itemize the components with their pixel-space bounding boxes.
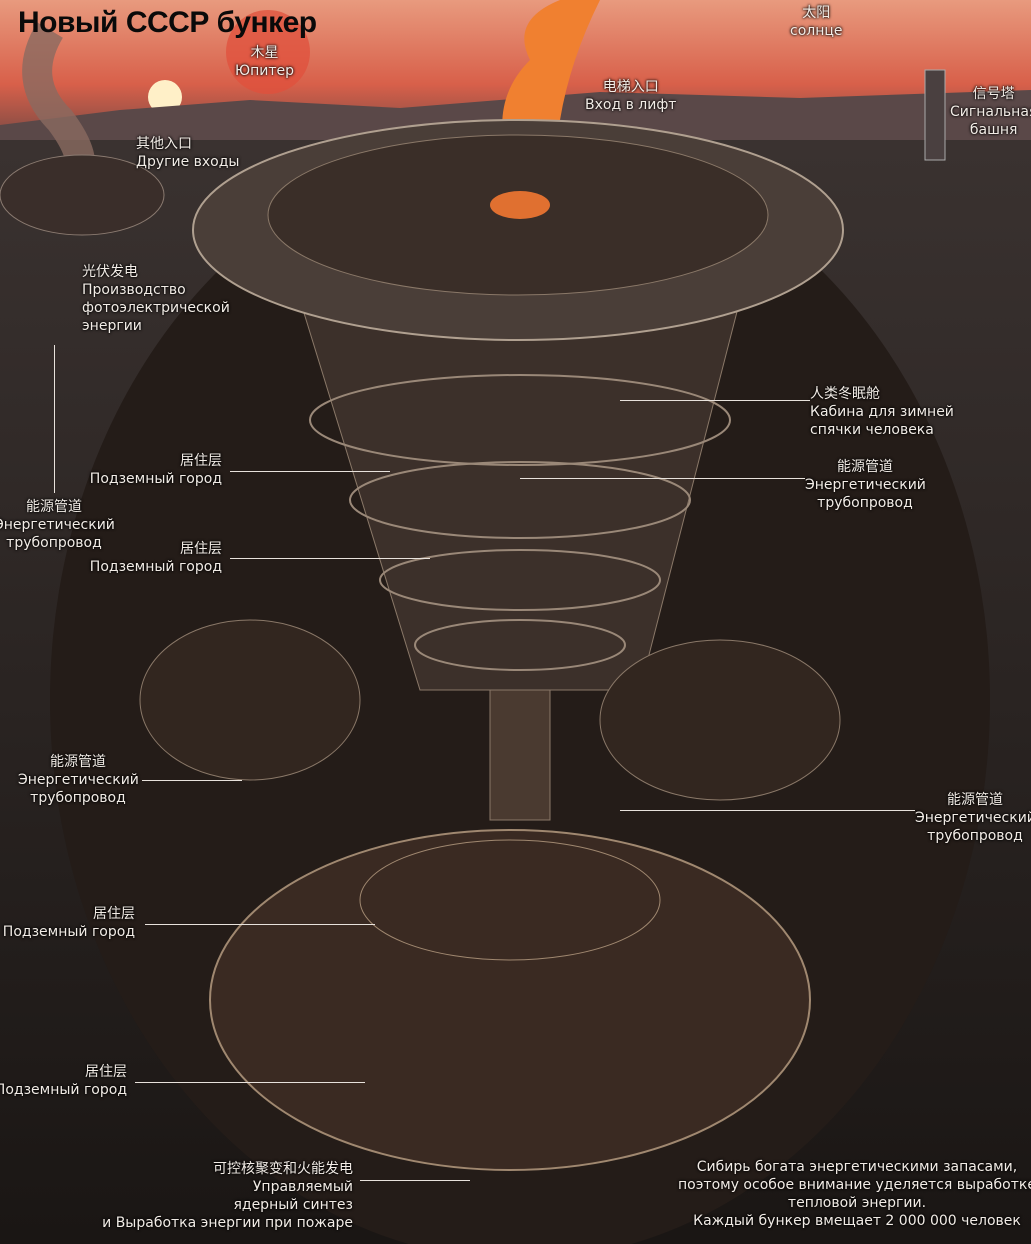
leader-line — [230, 558, 430, 559]
label-jupiter: 木星 Юпитер — [235, 44, 294, 80]
label-ru: Энергетический — [805, 477, 926, 493]
leader-line — [142, 780, 242, 781]
label-ru: Подземный город — [89, 471, 222, 487]
label-ru: солнце — [790, 23, 843, 39]
elevator-hub — [490, 191, 550, 219]
label-living-4: 居住层 Подземный город — [0, 1063, 127, 1099]
leader-line — [360, 1180, 470, 1181]
label-elevator: 电梯入口 Вход в лифт — [585, 78, 676, 114]
leader-line — [54, 345, 55, 493]
label-ru: спячки человека — [810, 422, 934, 438]
page-title: Новый СССР бункер — [18, 6, 317, 39]
label-sun: 太阳 солнце — [790, 4, 843, 40]
label-fusion: 可控核聚变和火能发电 Управляемый ядерный синтез и Выр… — [102, 1160, 353, 1232]
bunker-ring — [349, 461, 691, 539]
label-ru: Энергетический — [18, 772, 139, 788]
leader-line — [620, 810, 915, 811]
label-zh: 居住层 — [93, 906, 135, 922]
label-ru: Подземный город — [2, 924, 135, 940]
label-pipeline-right-2: 能源管道 Энергетический трубопровод — [915, 791, 1031, 845]
label-ru: ядерный синтез — [233, 1197, 353, 1213]
label-ru: Подземный город — [0, 1082, 127, 1098]
side-structure-left — [139, 619, 361, 781]
label-ru: и Выработка энергии при пожаре — [102, 1215, 353, 1231]
label-living-2: 居住层 Подземный город — [90, 540, 222, 576]
label-zh: 其他入口 — [136, 136, 192, 152]
label-ru: Вход в лифт — [585, 97, 677, 113]
label-zh: 光伏发电 — [82, 264, 138, 280]
label-ru: трубопровод — [30, 790, 126, 806]
label-zh: 能源管道 — [50, 754, 106, 770]
label-zh: 信号塔 — [972, 86, 1015, 102]
leader-line — [520, 478, 805, 479]
leader-line — [145, 924, 375, 925]
label-other-entrances: 其他入口 Другие входы — [136, 135, 239, 171]
label-ru: Другие входы — [136, 154, 240, 170]
bunker-ring — [414, 619, 626, 671]
side-structure-right — [599, 639, 841, 801]
note-line: поэтому особое внимание уделяется вырабо… — [678, 1177, 1031, 1193]
label-zh: 居住层 — [180, 541, 222, 557]
label-ru: Управляемый — [252, 1179, 353, 1195]
note-line: Каждый бункер вмещает 2 000 000 человек — [693, 1213, 1021, 1229]
label-ru: трубопровод — [927, 828, 1023, 844]
label-ru: фотоэлектрической — [82, 300, 230, 316]
label-zh: 太阳 — [802, 5, 831, 21]
label-ru: трубопровод — [817, 495, 913, 511]
label-zh: 能源管道 — [947, 792, 1003, 808]
label-hibernation: 人类冬眠舱 Кабина для зимней спячки человека — [810, 385, 954, 439]
label-zh: 电梯入口 — [602, 79, 659, 95]
label-ru: трубопровод — [6, 535, 102, 551]
label-signal-tower: 信号塔 Сигнальная башня — [950, 85, 1031, 139]
label-pipeline-left-1: 能源管道 Энергетический трубопровод — [0, 498, 115, 552]
sun — [148, 80, 182, 114]
signal-tower — [924, 69, 946, 161]
label-ru: Энергетический — [0, 517, 115, 533]
label-living-3: 居住层 Подземный город — [3, 905, 135, 941]
leader-line — [230, 471, 390, 472]
lower-city — [209, 829, 811, 1171]
leader-line — [135, 1082, 365, 1083]
central-column — [489, 689, 551, 821]
label-pipeline-left-2: 能源管道 Энергетический трубопровод — [18, 753, 139, 807]
label-ru: Сигнальная — [950, 104, 1031, 120]
label-ru: Энергетический — [915, 810, 1031, 826]
other-entrance — [0, 154, 165, 236]
label-zh: 居住层 — [85, 1064, 127, 1080]
info-note: Сибирь богата энергетическими запасами, … — [672, 1158, 1031, 1230]
label-ru: энергии — [82, 318, 142, 334]
label-living-1: 居住层 Подземный город — [90, 452, 222, 488]
note-line: тепловой энергии. — [787, 1195, 927, 1211]
label-zh: 人类冬眠舱 — [810, 386, 880, 402]
label-zh: 能源管道 — [837, 459, 893, 475]
label-ru: Кабина для зимней — [810, 404, 954, 420]
note-line: Сибирь богата энергетическими запасами, — [696, 1159, 1018, 1175]
label-pipeline-right-1: 能源管道 Энергетический трубопровод — [805, 458, 926, 512]
label-ru: Производство — [82, 282, 186, 298]
lower-city-ring — [359, 839, 661, 961]
label-ru: Подземный город — [89, 559, 222, 575]
bunker-ring — [309, 374, 731, 466]
jupiter — [226, 10, 310, 94]
leader-line — [620, 400, 810, 401]
label-ru: башня — [969, 122, 1018, 138]
bunker-ring — [379, 549, 661, 611]
label-ru: Юпитер — [235, 63, 295, 79]
label-zh: 木星 — [250, 45, 279, 61]
label-zh: 可控核聚变和火能发电 — [213, 1161, 353, 1177]
label-zh: 居住层 — [180, 453, 222, 469]
label-photovoltaic: 光伏发电 Производство фотоэлектрической энергии — [82, 263, 230, 335]
label-zh: 能源管道 — [26, 499, 82, 515]
